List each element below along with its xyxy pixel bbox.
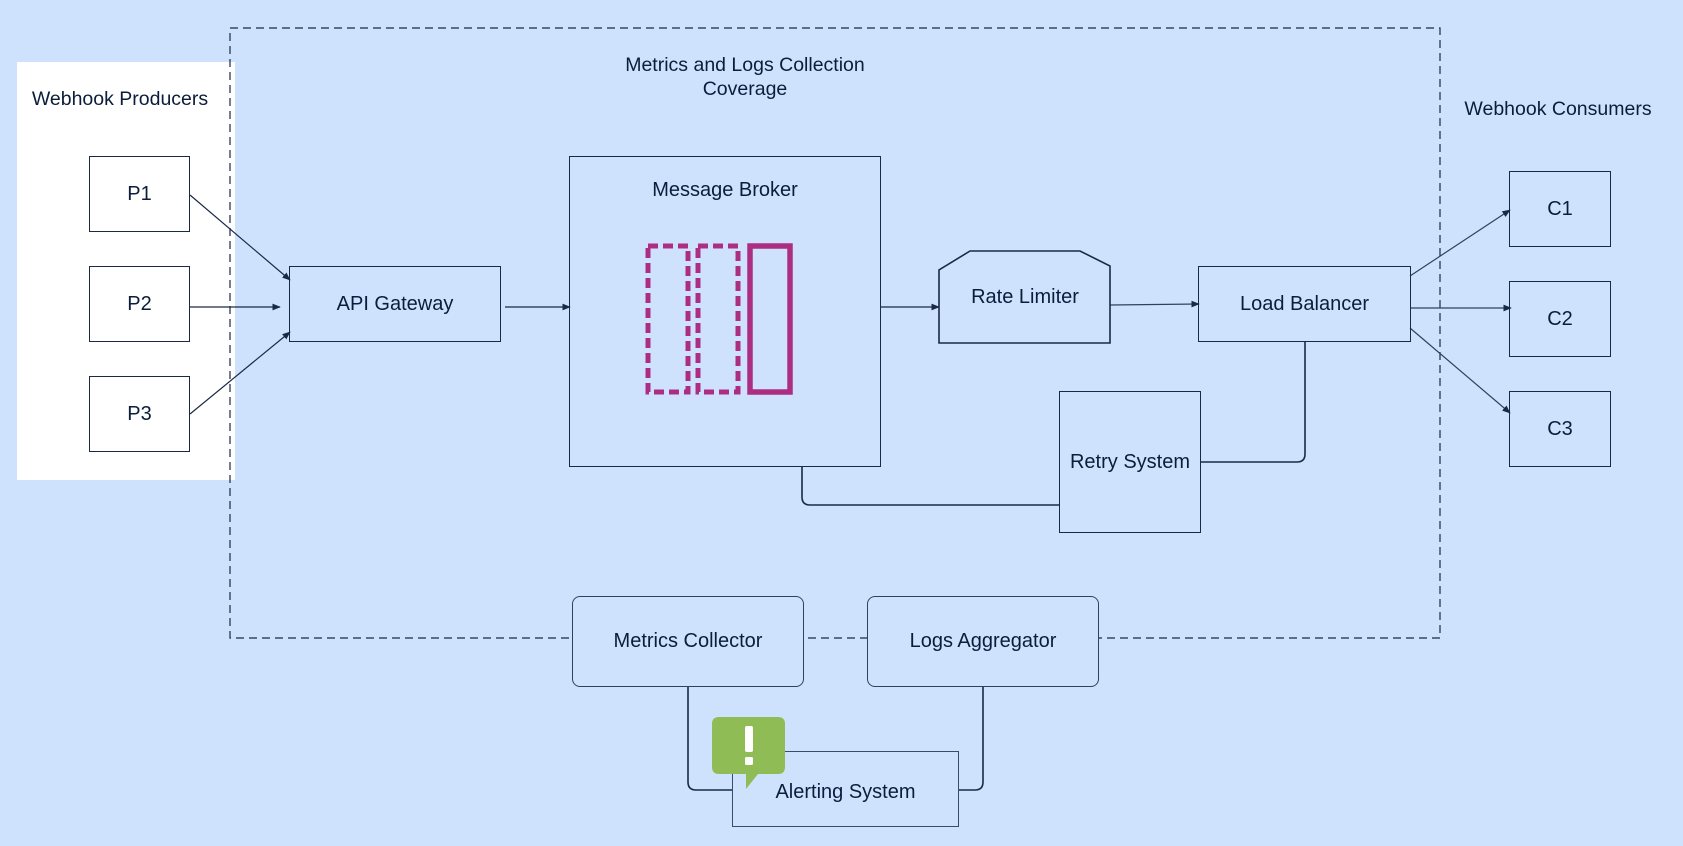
api-gateway-label: API Gateway xyxy=(336,292,454,315)
logs-aggregator-label: Logs Aggregator xyxy=(909,630,1057,652)
edge-lb-c1 xyxy=(1409,209,1511,277)
edge-logs-alerting xyxy=(958,687,984,791)
consumer-c3[interactable]: C3 xyxy=(1509,391,1611,467)
edge-lb-c3 xyxy=(1409,327,1511,414)
api-gateway[interactable]: API Gateway xyxy=(289,266,501,342)
alerting-system-label: Alerting System xyxy=(775,780,916,803)
consumer-c2[interactable]: C2 xyxy=(1509,281,1611,357)
consumer-c2-label: C2 xyxy=(1547,307,1573,330)
metrics-collector[interactable]: Metrics Collector xyxy=(572,596,804,687)
producer-p1[interactable]: P1 xyxy=(89,156,190,232)
alerting-system[interactable]: Alerting System xyxy=(732,751,959,827)
producer-p1-label: P1 xyxy=(127,182,152,205)
rate-limiter-shape xyxy=(938,250,1111,344)
metrics-collector-label: Metrics Collector xyxy=(613,630,763,652)
edge-lb-retry xyxy=(1200,342,1306,463)
producer-p2[interactable]: P2 xyxy=(89,266,190,342)
edge-retry-broker xyxy=(801,467,1060,506)
message-broker-label: Message Broker xyxy=(652,179,798,201)
producers-title: Webhook Producers xyxy=(31,88,209,110)
rate-limiter-label: Rate Limiter xyxy=(971,285,1079,308)
message-broker[interactable]: Message Broker xyxy=(569,156,881,467)
consumers-title: Webhook Consumers xyxy=(1464,98,1652,120)
load-balancer[interactable]: Load Balancer xyxy=(1198,266,1411,342)
producer-p3-label: P3 xyxy=(127,402,152,425)
producer-p3[interactable]: P3 xyxy=(89,376,190,452)
logs-aggregator[interactable]: Logs Aggregator xyxy=(867,596,1099,687)
producer-p2-label: P2 xyxy=(127,292,152,315)
coverage-title: Metrics and Logs Collection Coverage xyxy=(625,54,865,100)
load-balancer-label: Load Balancer xyxy=(1240,292,1369,315)
retry-system[interactable]: Retry System xyxy=(1059,391,1201,533)
consumer-c1[interactable]: C1 xyxy=(1509,171,1611,247)
edge-ratelimiter-loadbalancer xyxy=(1109,300,1200,308)
message-queue-icon xyxy=(645,243,793,395)
consumer-c1-label: C1 xyxy=(1547,197,1573,220)
consumer-c3-label: C3 xyxy=(1547,417,1573,440)
retry-system-label: Retry System xyxy=(1069,450,1191,473)
exclamation-speech-bubble-icon xyxy=(712,717,785,789)
rate-limiter[interactable]: Rate Limiter xyxy=(938,262,1112,332)
